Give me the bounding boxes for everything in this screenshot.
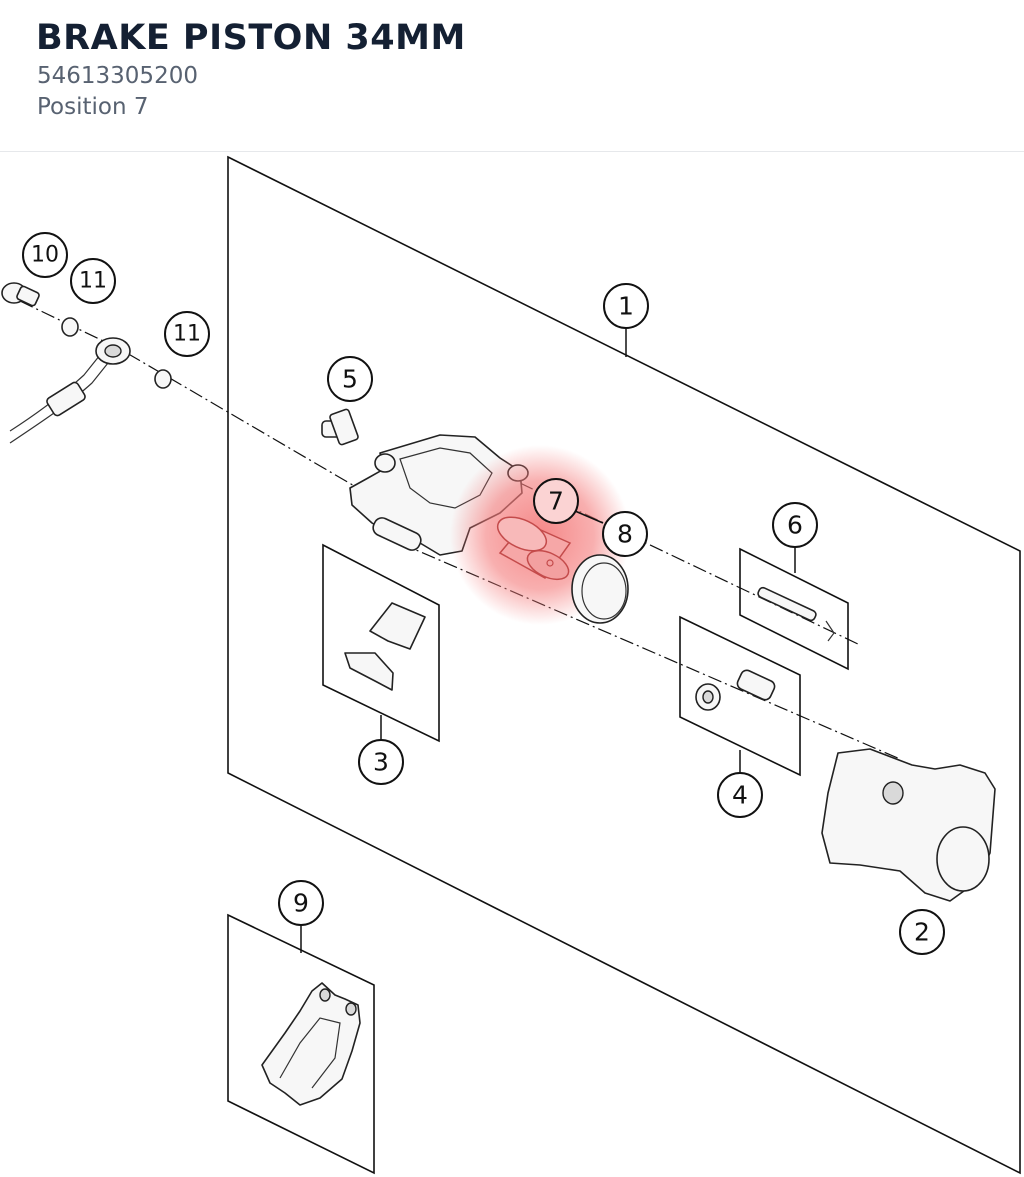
svg-text:11: 11	[79, 269, 107, 294]
callout-10[interactable]: 10	[22, 232, 68, 278]
sealing-ring-b	[154, 369, 172, 389]
callout-9[interactable]: 9	[278, 880, 324, 926]
kit-frame-6	[739, 547, 849, 671]
callout-8[interactable]: 8	[602, 511, 648, 557]
caliper-bracket	[821, 748, 996, 902]
svg-text:6: 6	[787, 511, 803, 540]
diagram-canvas: 1 2 3 4 5 6 7 8	[1, 155, 1021, 1175]
axis-line-hose	[19, 300, 381, 502]
bleeder-valve	[321, 408, 359, 446]
brake-hose	[9, 337, 131, 444]
exploded-parts-diagram: 1 2 3 4 5 6 7 8	[0, 153, 1024, 1177]
assembly-frame-1	[227, 155, 1021, 1175]
piston-seal	[571, 554, 629, 624]
part-header: BRAKE PISTON 34MM 54613305200 Position 7	[0, 0, 1024, 152]
svg-text:3: 3	[373, 748, 389, 777]
svg-text:10: 10	[31, 243, 59, 268]
guide-pin-boot	[695, 669, 776, 711]
banjo-bolt	[1, 282, 40, 307]
brake-pads	[261, 982, 361, 1106]
callout-5[interactable]: 5	[327, 356, 373, 402]
callout-4[interactable]: 4	[717, 772, 763, 818]
svg-text:11: 11	[173, 322, 201, 347]
leader-8	[574, 510, 604, 524]
svg-text:9: 9	[293, 889, 309, 918]
svg-text:2: 2	[914, 918, 930, 947]
callout-1[interactable]: 1	[603, 283, 649, 329]
callout-11-b[interactable]: 11	[164, 311, 210, 357]
callout-11-a[interactable]: 11	[70, 258, 116, 304]
part-number: 54613305200	[37, 63, 198, 89]
kit-frame-9	[227, 913, 375, 1175]
svg-text:8: 8	[617, 520, 633, 549]
callout-6[interactable]: 6	[772, 502, 818, 548]
sealing-ring-a	[61, 317, 79, 337]
pad-pin	[757, 586, 835, 642]
caliper-housing	[349, 434, 529, 556]
part-position: Position 7	[37, 94, 149, 120]
callout-7[interactable]: 7	[533, 478, 579, 524]
part-title: BRAKE PISTON 34MM	[36, 18, 466, 58]
svg-text:4: 4	[732, 781, 748, 810]
brake-piston	[496, 516, 572, 581]
kit-frame-3	[322, 543, 440, 743]
svg-text:7: 7	[548, 487, 564, 516]
svg-text:5: 5	[342, 365, 358, 394]
pad-spring	[344, 602, 426, 691]
kit-frame-4	[679, 615, 801, 777]
callout-2[interactable]: 2	[899, 909, 945, 955]
callout-3[interactable]: 3	[358, 739, 404, 785]
svg-text:1: 1	[618, 292, 634, 321]
